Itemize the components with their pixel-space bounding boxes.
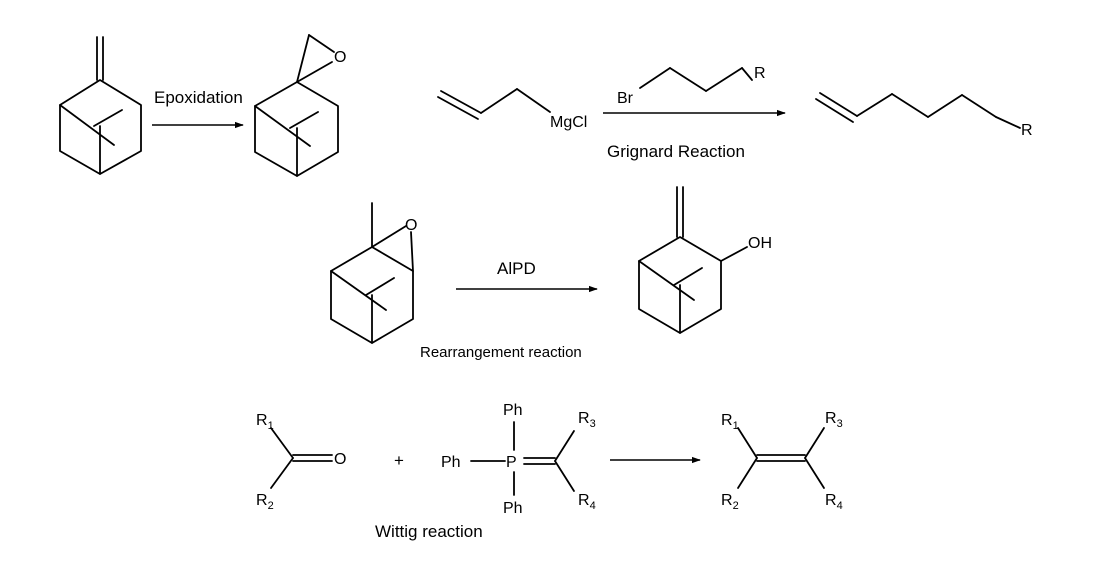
alpha-pinene-oxide-molecule — [330, 202, 414, 344]
epoxide-oxygen-label: O — [334, 49, 346, 66]
product-r3-label: R3 — [825, 410, 843, 430]
carbonyl-oxygen-label: O — [334, 451, 346, 468]
alpd-reagent-label: AlPD — [497, 259, 536, 278]
ylide-phenyl-left-label: Ph — [441, 454, 461, 471]
ylide-phenyl-bottom-label: Ph — [503, 500, 523, 517]
carbonyl-r1-label: R1 — [256, 412, 274, 432]
product-r4-label: R4 — [825, 492, 843, 512]
alkyl-bromide-molecule — [639, 67, 753, 92]
alkene-product-molecule — [815, 92, 1021, 129]
epoxidation-label: Epoxidation — [154, 88, 243, 107]
phosphorus-ylide-molecule — [470, 421, 575, 496]
ylide-r4-label: R4 — [578, 492, 596, 512]
alpha-pinene-oxide-oxygen-label: O — [405, 217, 417, 234]
mgcl-label: MgCl — [550, 114, 587, 131]
beta-pinene-molecule — [59, 36, 142, 175]
pinene-epoxide-molecule — [254, 34, 339, 177]
pinocarveol-molecule — [638, 186, 748, 334]
wittig-alkene-product-molecule — [737, 427, 825, 489]
phosphorus-label: P — [506, 454, 517, 471]
carbonyl-molecule — [270, 427, 333, 489]
ylide-r3-label: R3 — [578, 410, 596, 430]
ylide-phenyl-top-label: Ph — [503, 402, 523, 419]
hydroxyl-label: OH — [748, 235, 772, 252]
plus-sign: + — [394, 451, 404, 470]
allyl-magnesium-chloride-molecule — [437, 88, 551, 120]
carbonyl-r2-label: R2 — [256, 492, 274, 512]
product-r-label: R — [1021, 122, 1033, 139]
product-r2-label: R2 — [721, 492, 739, 512]
grignard-label: Grignard Reaction — [607, 142, 745, 161]
product-r1-label: R1 — [721, 412, 739, 432]
bromine-label: Br — [617, 90, 634, 107]
wittig-label: Wittig reaction — [375, 522, 483, 541]
alkyl-bromide-r-label: R — [754, 65, 766, 82]
rearrangement-label: Rearrangement reaction — [420, 344, 582, 361]
